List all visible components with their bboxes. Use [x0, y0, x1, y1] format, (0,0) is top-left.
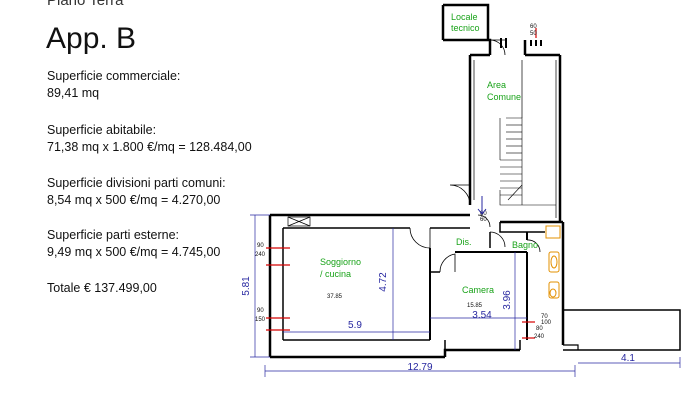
doors [409, 39, 541, 273]
windows [266, 28, 537, 339]
room-soggiorno-line2: / cucina [320, 269, 351, 279]
room-soggiorno-line1: Soggiorno [320, 257, 361, 267]
window-w2-height: 150 [255, 317, 266, 323]
window-w4-height: 50 [530, 31, 537, 37]
dimension-labels: 5.81 4.72 5.9 3.54 3.96 12.79 4.1 [241, 272, 635, 373]
dim-height-soggiorno: 4.72 [378, 272, 389, 292]
room-locale-tecnico-line1: Locale [451, 12, 478, 22]
window-w6-height: 100 [541, 320, 552, 326]
dimension-lines [250, 214, 681, 377]
room-soggiorno-area: 37.85 [327, 294, 343, 300]
window-w1-size: 90 [257, 243, 264, 249]
apartment-title: App. B [46, 22, 137, 55]
staircase [499, 117, 556, 206]
info-commercial: Superficie commerciale: 89,41 mq [47, 68, 180, 102]
total-price: Totale € 137.499,00 [47, 280, 157, 297]
window-w6-size: 70 [541, 314, 548, 320]
room-area-comune-line1: Area [487, 80, 506, 90]
info-value: 8,54 mq x 500 €/mq = 4.270,00 [47, 193, 221, 207]
dim-width-exterior: 4.1 [621, 353, 635, 364]
info-label: Superficie parti esterne: [47, 228, 180, 242]
window-w2-size: 90 [257, 308, 264, 314]
info-value: 71,38 mq x 1.800 €/mq = 128.484,00 [47, 140, 252, 154]
window-w4-size: 60 [530, 24, 537, 30]
window-w3-height: 240 [534, 334, 545, 340]
bathroom-fixtures [545, 225, 561, 299]
dim-height-camera: 3.96 [502, 290, 513, 310]
walls [268, 3, 681, 359]
info-value: 9,49 mq x 500 €/mq = 4.745,00 [47, 245, 221, 259]
window-w1-height: 240 [255, 252, 266, 258]
room-camera: Camera [462, 285, 494, 295]
top-stair-marks [500, 38, 542, 48]
dim-width-total: 12.79 [407, 362, 432, 373]
window-w5-height: 60 [480, 217, 487, 223]
dim-height-left: 5.81 [241, 276, 252, 296]
room-labels: Locale tecnico Area Comune Soggiorno / c… [320, 12, 538, 309]
room-locale-tecnico-line2: tecnico [451, 23, 480, 33]
info-label: Superficie abitabile: [47, 123, 157, 137]
dim-width-camera: 3.54 [472, 310, 492, 321]
room-camera-area: 15.85 [467, 303, 483, 309]
room-dis: Dis. [456, 237, 472, 247]
room-bagno: Bagno [512, 240, 538, 250]
entrance-marker [477, 196, 487, 215]
info-habitable: Superficie abitabile: 71,38 mq x 1.800 €… [47, 122, 252, 156]
window-w3-size: 80 [536, 326, 543, 332]
window-w5-size: 60 [480, 211, 487, 217]
total-label: Totale € 137.499,00 [47, 281, 157, 295]
info-label: Superficie divisioni parti comuni: [47, 176, 226, 190]
info-label: Superficie commerciale: [47, 69, 181, 83]
info-value: 89,41 mq [47, 86, 100, 100]
window-labels: 90 240 90 150 80 240 60 50 60 60 70 100 [255, 24, 552, 340]
floor-title: Piano Terra [47, 0, 124, 9]
info-common-parts: Superficie divisioni parti comuni: 8,54 … [47, 175, 226, 209]
info-external-parts: Superficie parti esterne: 9,49 mq x 500 … [47, 227, 220, 261]
wall-finishes [287, 60, 557, 227]
room-area-comune-line2: Comune [487, 92, 521, 102]
dim-width-soggiorno: 5.9 [348, 320, 362, 331]
